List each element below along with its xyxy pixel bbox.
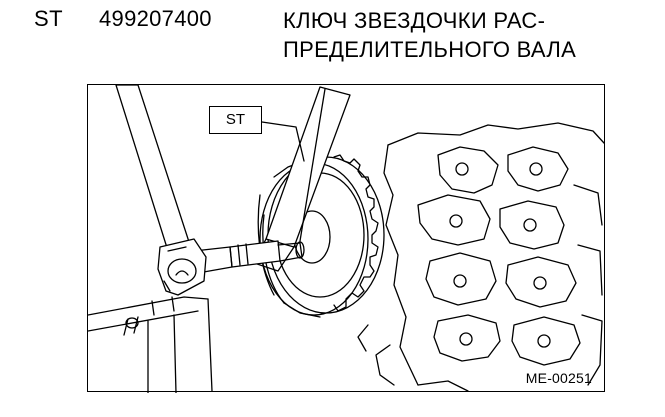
cropped-text-fragment — [283, 0, 403, 2]
figure-code: ME-00251 — [525, 370, 592, 386]
document-header: ST 499207400 КЛЮЧ ЗВЕЗДОЧКИ РАС- ПРЕДЕЛИ… — [0, 0, 665, 80]
socket-wrench — [193, 240, 305, 274]
part-number: 499207400 — [99, 6, 212, 31]
engine-block — [357, 122, 605, 392]
tool-description-line-1: КЛЮЧ ЗВЕЗДОЧКИ РАС- — [283, 8, 546, 33]
tool-label: ST — [34, 6, 64, 31]
illustration-drawing — [88, 85, 605, 393]
tool-description: КЛЮЧ ЗВЕЗДОЧКИ РАС- ПРЕДЕЛИТЕЛЬНОГО ВАЛА — [283, 6, 663, 64]
tool-description-line-2: ПРЕДЕЛИТЕЛЬНОГО ВАЛА — [283, 37, 577, 62]
technical-illustration: ST ME-00251 — [87, 84, 605, 393]
callout-leader-line — [261, 121, 305, 162]
background-bar — [88, 296, 213, 393]
tool-callout-box: ST — [209, 106, 262, 134]
ratchet-handle — [115, 85, 207, 296]
